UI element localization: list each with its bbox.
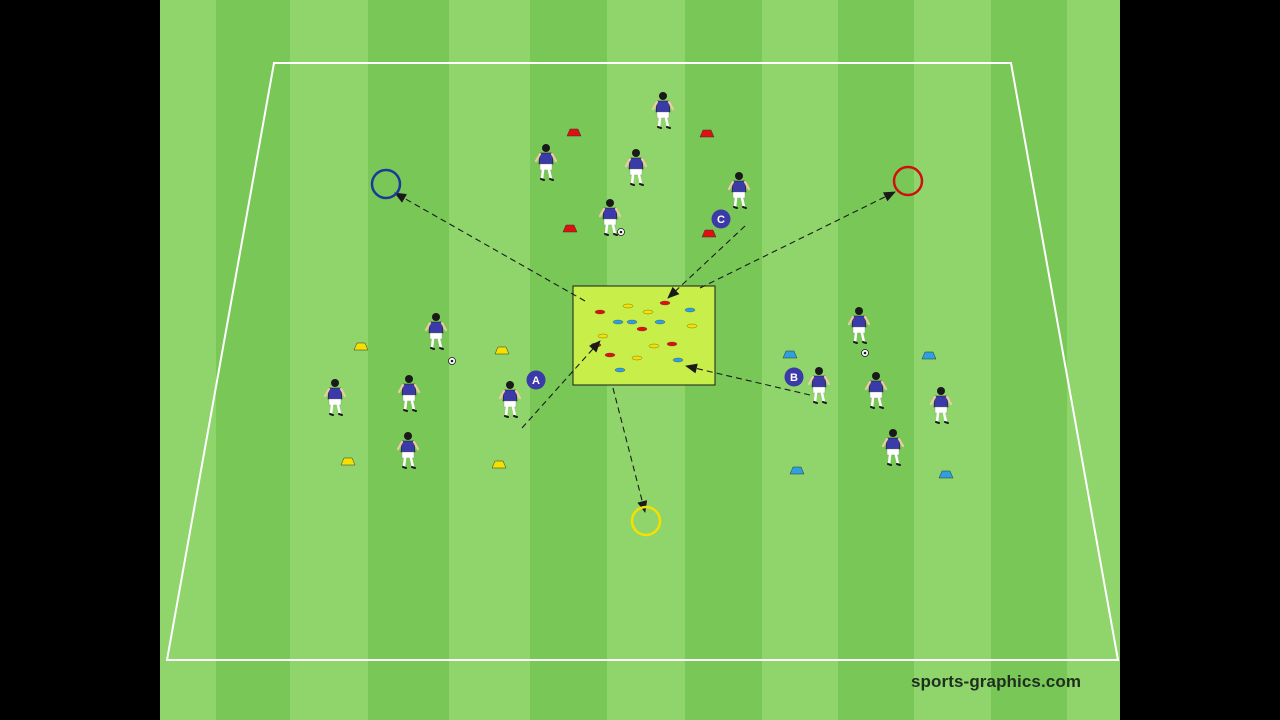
pass-arrow <box>394 192 586 302</box>
disc-icon <box>597 333 609 339</box>
pass-arrow <box>685 363 811 396</box>
grass-stripe <box>368 0 449 720</box>
grass-stripe <box>991 0 1067 720</box>
target-ring-icon <box>630 505 662 537</box>
pass-arrow <box>612 387 648 513</box>
ball-icon <box>861 349 869 357</box>
target-ring-icon <box>370 168 402 200</box>
watermark: sports-graphics.com <box>911 672 1082 691</box>
target-yellow <box>630 505 662 537</box>
disc-icon <box>614 367 626 373</box>
target-ring-icon <box>892 165 924 197</box>
grass-stripe <box>216 0 290 720</box>
field-boundary <box>165 62 1120 661</box>
grass-stripe <box>762 0 838 720</box>
ball-icon <box>617 228 625 236</box>
label-badge-b: B <box>784 367 804 387</box>
label-badge-c: C <box>711 209 731 229</box>
label-badge-icon <box>784 367 804 387</box>
label-badge-icon <box>711 209 731 229</box>
disc-icon <box>684 307 696 313</box>
grass-stripe <box>1067 0 1120 720</box>
ball-icon <box>448 357 456 365</box>
disc-icon <box>648 343 660 349</box>
grass-stripe <box>838 0 914 720</box>
disc-icon <box>594 309 606 315</box>
group-label-b: B <box>790 372 798 384</box>
disc-icon <box>672 357 684 363</box>
grass-stripe <box>290 0 368 720</box>
target-blue <box>370 168 402 200</box>
grass-stripe <box>449 0 530 720</box>
disc-icon <box>631 355 643 361</box>
pass-arrow <box>667 225 746 299</box>
label-badge-a: A <box>526 370 546 390</box>
disc-icon <box>636 326 648 332</box>
disc-icon <box>622 303 634 309</box>
pass-arrows <box>394 191 896 513</box>
disc-icon <box>604 352 616 358</box>
disc-icon <box>686 323 698 329</box>
group-label-c: C <box>717 214 725 226</box>
center-grid <box>572 285 716 386</box>
disc-icon <box>626 319 638 325</box>
disc-icon <box>659 300 671 306</box>
disc-icon <box>612 319 624 325</box>
disc-icon <box>642 309 654 315</box>
label-badge-icon <box>526 370 546 390</box>
disc-icon <box>666 341 678 347</box>
target-red <box>892 165 924 197</box>
pass-arrow <box>699 191 896 289</box>
grass-stripe <box>160 0 216 720</box>
disc-icon <box>654 319 666 325</box>
group-label-a: A <box>532 375 540 387</box>
grass-stripe <box>914 0 991 720</box>
